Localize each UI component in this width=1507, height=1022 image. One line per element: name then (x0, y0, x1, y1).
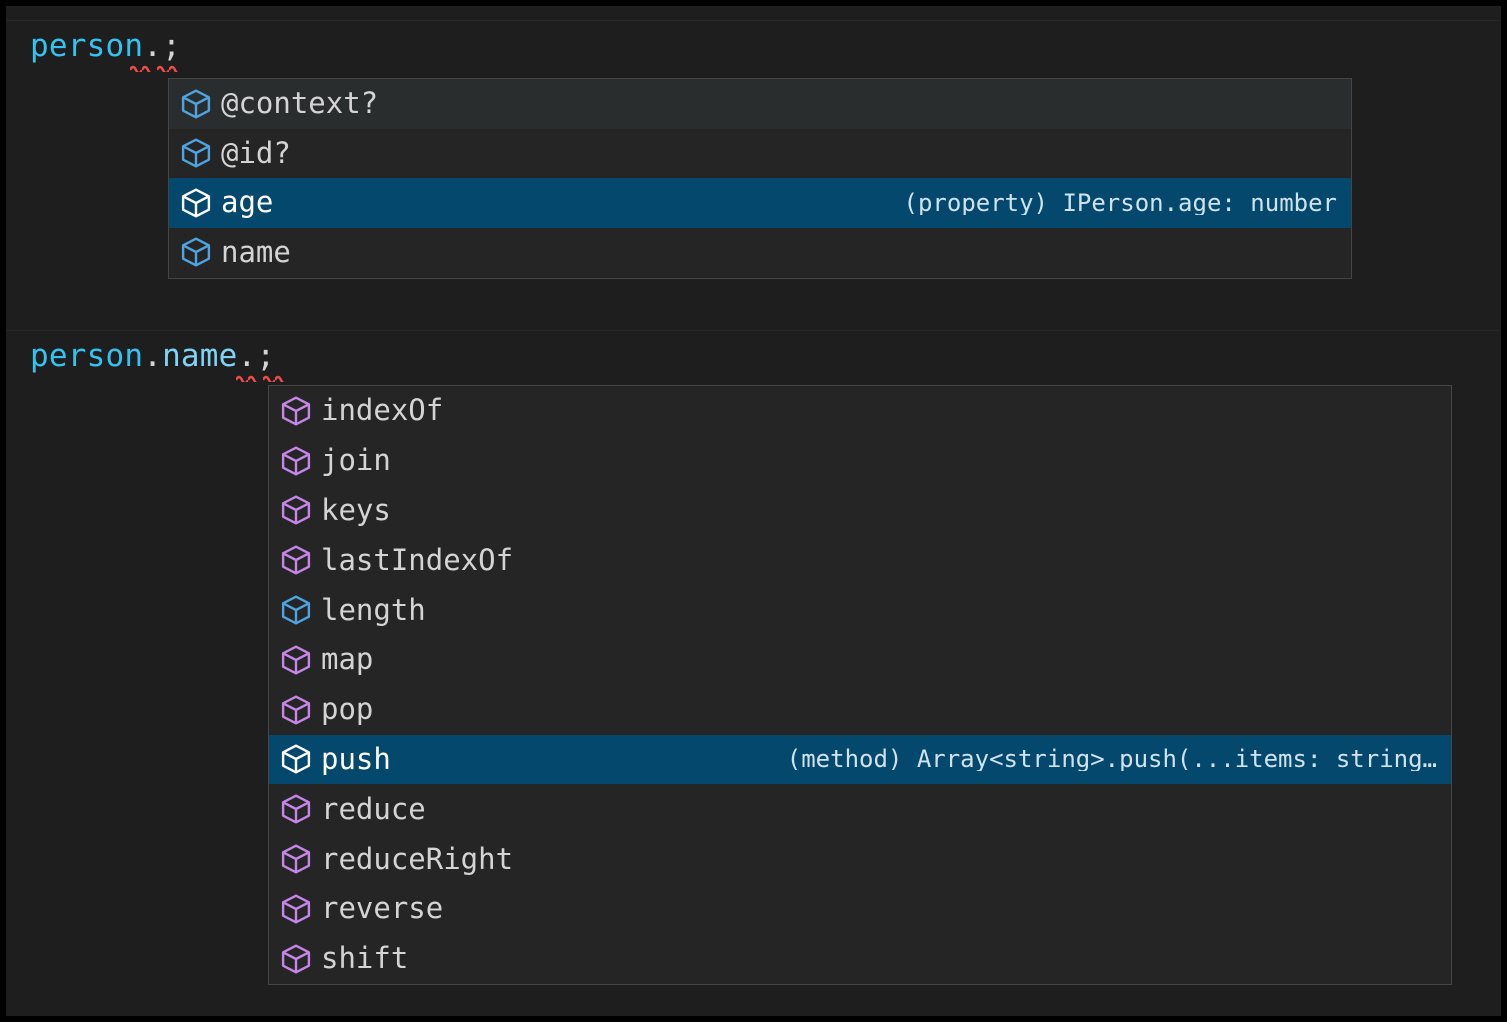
suggest-item[interactable]: reduceRight (269, 834, 1451, 884)
suggest-item[interactable]: length (269, 585, 1451, 635)
suggest-item[interactable]: pop (269, 684, 1451, 735)
suggest-item-label: pop (321, 692, 374, 727)
suggest-item[interactable]: indexOf (269, 386, 1451, 436)
method-cube-icon (281, 695, 311, 725)
suggest-item[interactable]: lastIndexOf (269, 535, 1451, 586)
error-squiggle-icon (130, 64, 151, 72)
suggest-item-label: lastIndexOf (321, 542, 514, 577)
property-cube-icon (181, 188, 211, 218)
property-cube-icon (281, 595, 311, 625)
method-cube-icon (281, 744, 311, 774)
method-cube-icon (281, 944, 311, 974)
method-cube-icon (281, 894, 311, 924)
method-cube-icon (281, 645, 311, 675)
error-squiggle-icon (157, 64, 178, 72)
code-semicolon: ; (256, 338, 276, 374)
suggest-item[interactable]: keys (269, 485, 1451, 536)
suggest-item-label: length (321, 592, 426, 627)
suggest-item[interactable]: reverse (269, 883, 1451, 934)
code-dot: . (143, 28, 163, 64)
code-semicolon: ; (162, 28, 181, 64)
suggest-item-label: @context? (221, 86, 379, 121)
line-rule (6, 330, 1501, 331)
method-cube-icon (281, 844, 311, 874)
property-cube-icon (181, 89, 211, 119)
suggest-item-label: push (321, 741, 391, 776)
suggest-item-detail: (property) IPerson.age: number (903, 190, 1337, 215)
code-dot: . (237, 338, 257, 374)
suggest-item-label: reduce (321, 791, 426, 826)
suggest-item-label: age (221, 185, 274, 220)
error-squiggle-icon (236, 374, 257, 382)
suggest-item[interactable]: shift (269, 933, 1451, 984)
suggest-item-label: @id? (221, 135, 291, 170)
code-line-band-2 (6, 330, 1501, 382)
line-rule (6, 20, 1501, 21)
suggest-item-label: map (321, 642, 374, 677)
suggest-item-label: indexOf (321, 393, 444, 428)
method-cube-icon (281, 446, 311, 476)
code-identifier-person: person (30, 338, 144, 374)
suggest-item-label: join (321, 443, 391, 478)
property-cube-icon (181, 237, 211, 267)
code-property-name: name (162, 338, 238, 374)
code-dot: . (143, 338, 163, 374)
suggest-widget-person-members[interactable]: @context? @id? age (property) IPerson.age: … (168, 78, 1352, 279)
suggest-item[interactable]: age (property) IPerson.age: number (169, 178, 1351, 228)
method-cube-icon (281, 396, 311, 426)
code-line-2[interactable]: person.name.; (30, 330, 275, 382)
suggest-item[interactable]: map (269, 634, 1451, 685)
suggest-item-label: reduceRight (321, 841, 514, 876)
suggest-item-label: shift (321, 941, 409, 976)
suggest-item[interactable]: name (169, 227, 1351, 277)
method-cube-icon (281, 794, 311, 824)
suggest-item[interactable]: join (269, 435, 1451, 486)
error-squiggle-icon (263, 374, 284, 382)
suggest-item[interactable]: push (method) Array<string>.push(...items… (269, 734, 1451, 785)
suggest-item-label: keys (321, 492, 391, 527)
suggest-item[interactable]: @context? (169, 79, 1351, 129)
suggest-item-detail: (method) Array<string>.push(...items: st… (786, 747, 1437, 772)
suggest-item-label: name (221, 234, 291, 269)
property-cube-icon (181, 138, 211, 168)
code-line-1[interactable]: person.; (30, 20, 181, 72)
code-identifier-person: person (30, 28, 144, 64)
suggest-widget-person-name-members[interactable]: indexOf join keys lastIndexOf length map pop pu… (268, 385, 1452, 985)
code-line-band-1 (6, 20, 1501, 72)
method-cube-icon (281, 495, 311, 526)
method-cube-icon (281, 545, 311, 575)
suggest-item-label: reverse (321, 891, 444, 926)
suggest-item[interactable]: @id? (169, 128, 1351, 178)
suggest-item[interactable]: reduce (269, 784, 1451, 835)
